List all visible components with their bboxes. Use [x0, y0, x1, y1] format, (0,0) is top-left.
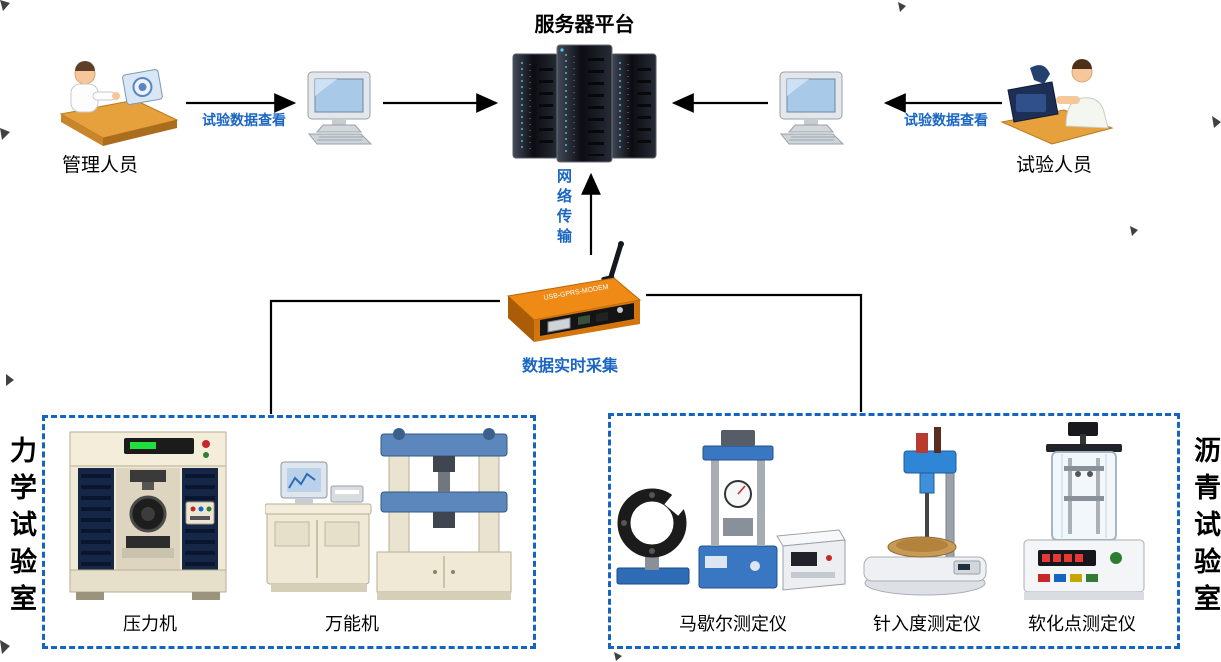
device-label-penetration: 针入度测定仪: [873, 614, 981, 634]
server-platform-illustration: [512, 40, 657, 165]
asphalt-lab-box: [608, 413, 1180, 649]
device-label-marshall: 马歇尔测定仪: [679, 614, 787, 634]
tester-illustration: [1000, 52, 1115, 148]
antenna-icon: [607, 241, 624, 283]
manager-illustration: [55, 52, 180, 148]
penetration-tester-illustration: [858, 425, 993, 607]
workstation-monitor-right: [775, 70, 847, 146]
tester-label: 试验人员: [1016, 155, 1093, 176]
device-label-universal: 万能机: [325, 614, 379, 634]
manager-action-label: 试验数据查看: [202, 112, 286, 128]
workstation-monitor-left: [303, 70, 375, 146]
marshall-tester-illustration: [615, 428, 850, 606]
network-transmission-label: 网络传输: [555, 168, 572, 248]
mechanics-lab-label: 力学试验室: [6, 436, 36, 621]
manager-label: 管理人员: [62, 155, 139, 176]
device-label-press: 压力机: [123, 614, 177, 634]
gprs-modem-illustration: USB-GPRS-MODEM: [498, 240, 648, 348]
asphalt-lab-label: 沥青试验室: [1190, 436, 1220, 621]
page-title: 服务器平台: [534, 14, 635, 36]
data-collection-label: 数据实时采集: [521, 358, 618, 375]
pressure-machine-illustration: [60, 428, 236, 606]
mechanics-lab-box: [42, 415, 536, 649]
tester-action-label: 试验数据查看: [904, 112, 988, 128]
softening-point-tester-illustration: [1012, 422, 1157, 607]
line-modem-to-mechanics-lab: [269, 299, 500, 414]
device-label-softening: 软化点测定仪: [1028, 614, 1136, 634]
line-modem-to-asphalt-lab: [646, 293, 863, 412]
universal-machine-illustration: [265, 428, 515, 606]
